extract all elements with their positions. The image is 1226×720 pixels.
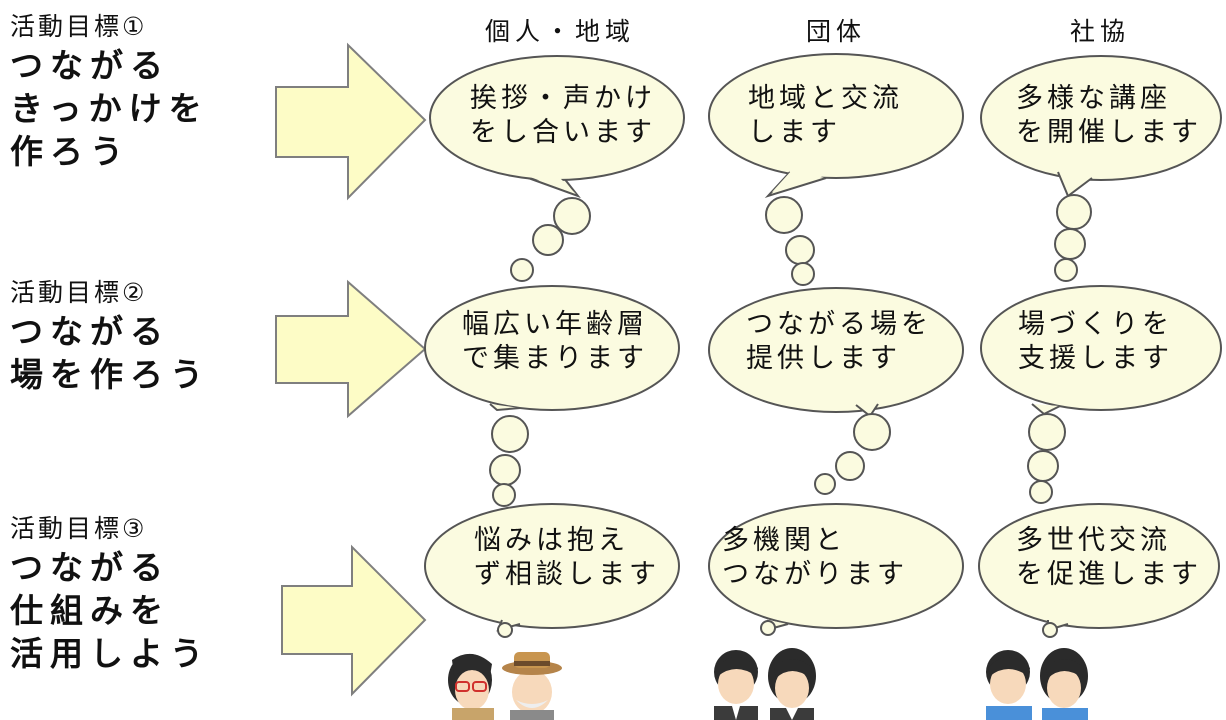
bubble-text-group-1: 地域と交流 します xyxy=(748,82,903,150)
bubble-text-line: つながる場を xyxy=(746,309,932,340)
people-group-icon xyxy=(714,648,816,720)
bubble-individual-3 xyxy=(424,503,680,638)
bubble-council-1 xyxy=(980,55,1222,282)
bubble-group-2 xyxy=(708,287,964,495)
bubble-text-group-2: つながる場を 提供します xyxy=(746,308,932,376)
bubble-text-line: つながります xyxy=(722,559,908,590)
bubble-text-line: を促進します xyxy=(1016,559,1202,590)
bubble-text-line: ず相談します xyxy=(474,559,660,590)
bubble-council-3 xyxy=(978,503,1220,638)
goal-1-line-2: きっかけを xyxy=(10,89,209,128)
column-header-group: 団体 xyxy=(805,17,866,46)
goal-1-line-1: つながる xyxy=(10,46,170,85)
bubble-individual-2 xyxy=(424,285,680,507)
goal-3-line-1: つながる xyxy=(10,548,170,587)
bubble-text-line: を開催します xyxy=(1016,117,1202,148)
goal-3-line-2: 仕組みを xyxy=(10,591,170,630)
goal-3-line-3: 活用しよう xyxy=(10,634,210,673)
bubble-text-line: 提供します xyxy=(746,343,901,374)
bubble-group-3 xyxy=(708,503,964,636)
column-header-council: 社協 xyxy=(1069,17,1130,46)
arrow-goal-1 xyxy=(275,42,427,201)
bubble-group-1 xyxy=(708,53,964,286)
goal-1: 活動目標① つながる きっかけを 作ろう xyxy=(10,10,209,173)
goal-2-line-1: つながる xyxy=(10,312,170,351)
goal-1-line-3: 作ろう xyxy=(10,132,130,171)
bubble-text-council-3: 多世代交流 を促進します xyxy=(1016,524,1202,592)
bubble-individual-1 xyxy=(429,55,685,282)
arrow-goal-2 xyxy=(275,279,427,419)
bubble-text-line: 多様な講座 xyxy=(1016,83,1171,114)
arrow-goal-3 xyxy=(281,544,427,697)
bubble-text-line: をし合います xyxy=(470,117,656,148)
bubble-text-line: 悩みは抱え xyxy=(474,525,629,556)
goal-3: 活動目標③ つながる 仕組みを 活用しよう xyxy=(10,512,210,675)
bubble-text-council-1: 多様な講座 を開催します xyxy=(1016,82,1202,150)
bubble-text-line: 支援します xyxy=(1018,343,1173,374)
bubble-text-line: 多機関と xyxy=(722,525,846,556)
bubble-text-line: 挨拶・声かけ xyxy=(470,83,656,114)
bubble-text-individual-3: 悩みは抱え ず相談します xyxy=(474,524,660,592)
goal-1-heading: 活動目標① xyxy=(10,12,148,41)
bubble-text-individual-2: 幅広い年齢層 で集まります xyxy=(462,308,648,376)
people-individual-icon xyxy=(448,652,562,720)
bubble-text-line: 場づくりを xyxy=(1018,309,1173,340)
bubble-text-line: 多世代交流 xyxy=(1016,525,1171,556)
people-council-icon xyxy=(986,648,1088,720)
goal-2-line-2: 場を作ろう xyxy=(10,355,210,394)
column-header-individual: 個人・地域 xyxy=(484,17,635,46)
goal-2-heading: 活動目標② xyxy=(10,278,148,307)
bubble-text-group-3: 多機関と つながります xyxy=(722,524,908,592)
bubble-text-line: で集まります xyxy=(462,343,648,374)
bubble-council-2 xyxy=(980,285,1222,504)
bubble-text-line: 地域と交流 xyxy=(748,83,903,114)
goal-3-heading: 活動目標③ xyxy=(10,514,148,543)
bubble-text-line: 幅広い年齢層 xyxy=(462,309,648,340)
bubble-text-council-2: 場づくりを 支援します xyxy=(1018,308,1173,376)
goal-2: 活動目標② つながる 場を作ろう xyxy=(10,276,210,396)
bubble-text-individual-1: 挨拶・声かけ をし合います xyxy=(470,82,656,150)
bubble-text-line: します xyxy=(748,117,841,148)
